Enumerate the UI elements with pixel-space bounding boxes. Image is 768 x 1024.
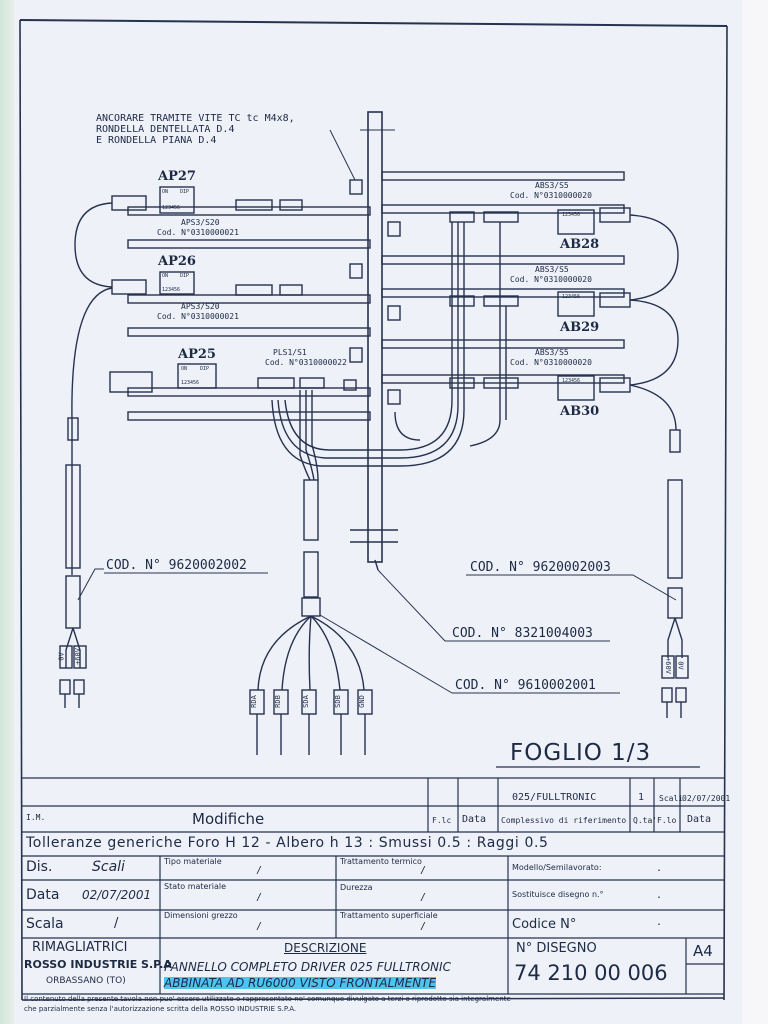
board-code-ab28: Cod. N°0310000020 [510,191,592,200]
dip-on-ap25: ON [181,366,188,372]
board-label-ab29: AB29 [560,320,600,335]
scan-edge-left [0,0,14,1024]
board-label-ab30: AB30 [560,404,600,419]
harness-tag-sda: SDA [301,695,310,708]
dis-label: Dis. [26,859,53,875]
board-card-ap25: PLS1/S1 [273,348,307,357]
drawing-number-label: N° DISEGNO [516,941,597,956]
codice-value: . [656,917,663,928]
confidentiality-line-1: Il contenuto della presente tavola non p… [24,995,511,1003]
trattamento-superficiale-label: Trattamento superficiale [340,911,438,920]
im-label: I.M. [26,813,46,822]
stato-materiale-label: Stato materiale [164,882,227,891]
scan-edge-right [742,0,768,1024]
assembly-qty: 1 [638,792,645,803]
mounting-note-line-1: ANCORARE TRAMITE VITE TC tc M4x8, [96,113,295,124]
harness-tag-rdb: RDB [273,695,282,708]
codice-label: Codice N° [512,917,577,932]
modifiche-label: Modifiche [192,810,265,828]
connector-tag-right-60v: +60V [663,657,672,674]
data-col-label: Data [462,814,487,825]
tipo-materiale-value: / [256,865,263,876]
modello-value: . [656,863,663,874]
complessivo-label: Complessivo di riferimento [501,816,627,825]
code-harness: COD. N° 9610002001 [455,678,596,693]
durezza-label: Durezza [340,883,373,892]
durezza-value: / [420,892,427,903]
flo-label: F.lo [657,816,677,825]
board-code-ap25: Cod. N°0310000022 [265,358,347,367]
dip-nums-ab30: 123456 [562,378,581,384]
descrizione-label: DESCRIZIONE [284,941,367,955]
trattamento-termico-label: Trattamento termico [340,857,422,866]
tolerances: Tolleranze generiche Foro H 12 - Albero … [26,835,549,851]
connector-tag-left-60v: +60V [73,648,82,665]
board-card-ab29: ABS3/S5 [535,265,569,274]
board-code-ab30: Cod. N°0310000020 [510,358,592,367]
dip-nums-ap25: 123456 [181,380,200,386]
data-label: Data [26,887,60,903]
connector-tag-right-0v: 0V [676,661,685,670]
dip-nums-ab28: 123456 [562,212,581,218]
trattamento-superficiale-value: / [420,921,427,932]
harness-tag-rda: RDA [249,695,258,708]
assembly-author: Scali [659,794,684,803]
dip-label-ap25: DIP [200,366,210,372]
code-central-bar: COD. N° 8321004003 [452,626,593,641]
trattamento-termico-value: / [420,865,427,876]
board-card-ab28: ABS3/S5 [535,181,569,190]
tipo-materiale-label: Tipo materiale [164,857,222,866]
board-code-ap26: Cod. N°0310000021 [157,312,239,321]
code-left-cable: COD. N° 9620002002 [106,558,247,573]
drawing-number: 74 210 00 006 [514,961,668,985]
company-city: ORBASSANO (TO) [46,976,126,986]
confidentiality-line-2: che parzialmente senza l'autorizzazione … [24,1005,297,1013]
harness-tag-gnd: GND [357,695,366,708]
board-card-ap26: APS3/S20 [181,302,220,311]
scala-value: / [114,916,119,931]
assembly-date: 02/07/2001 [682,794,731,803]
dip-nums-ap26: 123456 [162,287,181,293]
data-col-label-2: Data [687,814,712,825]
board-label-ap27: AP27 [158,169,196,184]
description-line-2: ABBINATA AD RU6000 VISTO FRONTALMENTE [164,976,437,990]
sostituisce-label: Sostituisce disegno n.° [512,890,604,899]
sheet-number: FOGLIO 1/3 [510,740,652,766]
modello-label: Modello/Semilavorato: [512,863,602,872]
dip-nums-ap27: 123456 [162,205,181,211]
board-label-ap25: AP25 [178,347,216,362]
board-code-ap27: Cod. N°0310000021 [157,228,239,237]
dimensioni-grezzo-label: Dimensioni grezzo [164,911,238,920]
board-card-ap27: APS3/S20 [181,218,220,227]
description-line-1: PANNELLO COMPLETO DRIVER 025 FULLTRONIC [164,960,451,974]
dip-label-ap27: DIP [180,189,190,195]
dip-on-ap26: ON [162,273,169,279]
dis-value: Scali [92,859,125,875]
dip-nums-ab29: 123456 [562,294,581,300]
data-value: 02/07/2001 [82,888,152,902]
dip-label-ap26: DIP [180,273,190,279]
board-code-ab29: Cod. N°0310000020 [510,275,592,284]
connector-tag-left-0v: 0V [57,652,66,661]
board-label-ap26: AP26 [158,254,196,269]
dimensioni-grezzo-value: / [256,921,263,932]
harness-tag-sdb: SDB [333,695,342,708]
code-right-cable: COD. N° 9620002003 [470,560,611,575]
sheet-format: A4 [693,942,713,960]
dip-on-ap27: ON [162,189,169,195]
scala-label: Scala [26,916,64,932]
board-label-ab28: AB28 [560,237,600,252]
stato-materiale-value: / [256,892,263,903]
qta-label: Q.ta' [633,816,658,825]
company-name: ROSSO INDUSTRIE S.P.A [24,958,172,971]
mounting-note-line-2: RONDELLA DENTELLATA D.4 [96,124,235,135]
company-line-1: RIMAGLIATRICI [32,940,128,955]
board-card-ab30: ABS3/S5 [535,348,569,357]
assembly-ref: 025/FULLTRONIC [512,792,597,803]
flc-label: F.lc [432,816,452,825]
mounting-note-line-3: E RONDELLA PIANA D.4 [96,135,217,146]
sostituisce-value: . [656,890,663,901]
